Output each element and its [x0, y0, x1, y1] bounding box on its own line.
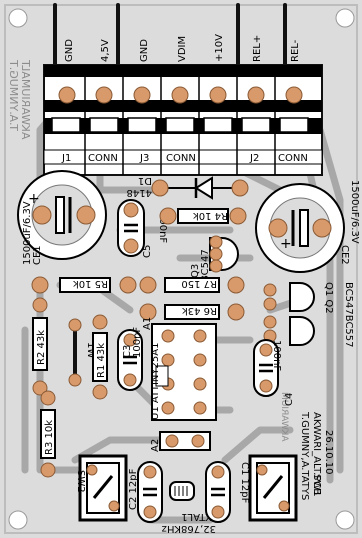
- transistors-q1-q2: Q1 Q2 BC547BC557: [263, 282, 354, 348]
- connector-ref: CONN: [88, 153, 118, 164]
- a1-label: A1: [142, 317, 153, 330]
- transistor-q3: Q3 BC547: [190, 235, 239, 282]
- credit-line-3: 26.10.10: [323, 430, 334, 475]
- diode-d1: D1 4148: [127, 175, 249, 200]
- resistor-r7: R7 150: [139, 276, 245, 294]
- jumper-w1: 1W: [68, 318, 96, 387]
- resistor-r6: R6 43k: [139, 303, 245, 321]
- q1q2-ref: Q1 Q2: [323, 282, 334, 314]
- connector-labels: J1 CONN J3 CONN J2 CONN: [61, 153, 308, 164]
- r4-label: R4 10k: [193, 210, 228, 221]
- ce1-ref: CE1: [32, 245, 43, 265]
- pin-label: GND: [139, 39, 150, 62]
- pin-label: GND: [64, 39, 75, 62]
- capacitor-ce1: + 1500uF/6.3V CE1: [17, 170, 107, 265]
- pin-label: +10V: [214, 34, 225, 62]
- switch-sw2: SW2: [75, 454, 128, 522]
- r6-label: R6 43k: [182, 305, 217, 316]
- mirror-text: T.A.YNMUG.T: [7, 60, 20, 132]
- connector-ref: CONN: [278, 153, 308, 164]
- c5-ref: C5: [142, 245, 153, 258]
- crystal-xtal1: XTAL1 32,768KHz: [162, 481, 216, 534]
- ce1-value: 1500uF/6.3V: [22, 201, 33, 265]
- d1-ref: D1: [138, 175, 152, 186]
- c3-ref: C3: [122, 345, 133, 358]
- pin-label: REL+: [252, 35, 263, 62]
- mirror-text: AKWARIUM: [279, 392, 289, 442]
- wire-links: [53, 3, 287, 382]
- pin-label: REL-: [290, 39, 301, 62]
- c3-value: 100nF: [132, 327, 143, 358]
- connector-ref: CONN: [166, 153, 196, 164]
- r3-label: R3 10k: [44, 420, 55, 455]
- ce2-ref: CE2: [339, 245, 350, 265]
- c2-label: C2 12pF: [128, 468, 139, 510]
- r5-label: R5 10k: [73, 278, 108, 289]
- mcu-u1: U1 ATTINY25A1: [150, 323, 217, 421]
- capacitor-c4: C4 100nF: [253, 339, 295, 406]
- q1q2-value: BC547BC557: [343, 282, 354, 348]
- capacitor-c5: 100nF C5: [117, 199, 168, 258]
- resistor-r4: R4 10k: [159, 207, 247, 225]
- mirror-text: AKWARIUMALT: [19, 60, 32, 140]
- capacitor-c2: C2 12pF: [128, 461, 163, 523]
- sw2-label: SW2: [75, 470, 86, 493]
- d1-value: 4148: [127, 187, 152, 198]
- switch-sw1: SW1: [248, 454, 322, 522]
- sw1-label: SW1: [311, 474, 322, 497]
- capacitor-c1: C1 12pF: [205, 461, 250, 523]
- a2-label: A2: [150, 439, 161, 452]
- pin-label: 4,5V: [100, 39, 111, 62]
- q3-ref: Q3: [190, 264, 201, 278]
- connector-ref: J3: [139, 153, 149, 164]
- r2-label: R2 43k: [36, 330, 47, 365]
- connector-ref: J1: [61, 153, 71, 164]
- xtal1-ref: XTAL1: [181, 511, 212, 522]
- svg-text:+: +: [28, 191, 40, 207]
- jumper-a2: A2: [150, 431, 211, 452]
- w1-label: 1W: [85, 342, 96, 358]
- svg-text:+: +: [280, 236, 292, 252]
- c5-value: 100nF: [157, 212, 168, 243]
- mirrored-bottom-text: T.A.YNMUG.T AKWARIUMALT AKWARIUM: [7, 60, 289, 442]
- credit-text: T.GUMNY,A.TATYS AKWARI_ALT.PCB 26.10.10: [299, 411, 334, 500]
- resistor-r2: R2 43k: [32, 297, 48, 396]
- capacitor-c3: C3 100nF: [117, 327, 143, 391]
- credit-line-1: T.GUMNY,A.TATYS: [299, 411, 310, 500]
- resistor-r1: R1 43k: [92, 314, 108, 400]
- u1-label: U1 ATTINY25A1: [150, 343, 161, 420]
- connector-pin-labels: GND 4,5V GND VDIM +10V REL+ REL-: [64, 34, 301, 62]
- terminal-block: [43, 64, 323, 176]
- r1-label: R1 43k: [96, 343, 107, 378]
- resistor-r5: R5 10k: [31, 276, 137, 294]
- mounting-holes: [8, 8, 355, 530]
- connector-ref: J2: [249, 153, 259, 164]
- capacitor-ce2: + 1500uF/6.3V CE2: [255, 180, 360, 273]
- q3-value: BC547: [200, 249, 211, 282]
- c1-label: C1 12pF: [239, 462, 250, 504]
- resistor-r3: R3 10k: [40, 390, 56, 478]
- credit-line-2: AKWARI_ALT.PCB: [311, 412, 322, 495]
- ce2-value: 1500uF/6.3V: [349, 180, 360, 244]
- xtal1-value: 32,768KHz: [162, 523, 216, 534]
- c4-ref: C4: [284, 393, 295, 406]
- c4-value: 100nF: [271, 340, 282, 371]
- r7-label: R7 150: [181, 278, 217, 289]
- pin-label: VDIM: [177, 36, 188, 62]
